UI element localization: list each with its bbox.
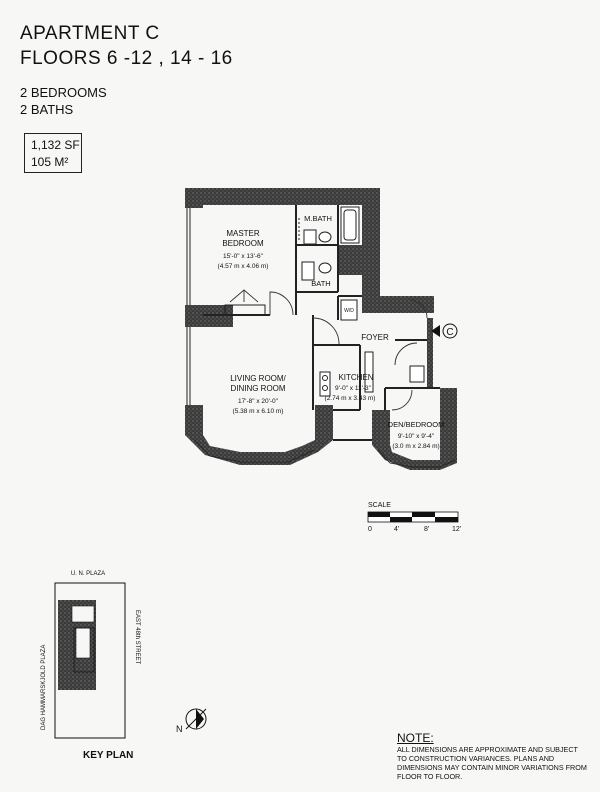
bath-count: 2 BATHS: [20, 102, 74, 117]
scale-label: SCALE: [368, 502, 391, 509]
den-bay-window: [372, 445, 457, 470]
scale-bar: SCALE 0 4' 8' 12': [367, 502, 461, 533]
scale-tick-4: 4': [394, 526, 399, 533]
exterior-walls: [185, 188, 457, 463]
living-room-label: LIVING ROOM/: [230, 374, 286, 383]
living-bay-window: [185, 435, 333, 465]
window-left: [186, 208, 191, 405]
bath-label: BATH: [311, 279, 330, 288]
scale-tick-0: 0: [368, 526, 372, 533]
foyer-label: FOYER: [361, 333, 389, 342]
interior-walls: [203, 205, 440, 441]
room-labels: MASTER BEDROOM 15'-0" x 13'-6" (4.57 m x…: [218, 214, 454, 450]
floors-title: FLOORS 6 -12 , 14 - 16: [20, 48, 233, 69]
area-m2: 105 M²: [31, 155, 69, 169]
note-text: All dimensions are approximate and subje…: [397, 745, 587, 781]
den-dim-ft: 9'-10" x 9'-4": [398, 433, 435, 440]
note-heading: NOTE:: [397, 731, 434, 745]
key-plan-east-street: EAST 48th STREET: [134, 610, 140, 665]
closets: [224, 218, 300, 316]
den-dim-m: (3.0 m x 2.84 m): [392, 443, 439, 450]
entry-marker-letter: C: [446, 327, 453, 338]
area-sf: 1,132 SF: [31, 138, 80, 152]
master-bath-label: M.BATH: [304, 214, 332, 223]
living-room-label-2: DINING ROOM: [230, 384, 285, 393]
bedroom-count: 2 BEDROOMS: [20, 85, 107, 100]
living-room-dim-m: (5.38 m x 6.10 m): [233, 408, 284, 415]
scale-tick-8: 8': [424, 526, 429, 533]
scale-tick-12: 12': [452, 526, 461, 533]
kitchen-dim-ft: 9'-0" x 11'-3": [335, 385, 372, 392]
key-plan: U. N. PLAZA DAG HAMMARSKJOLD PLAZA EAST …: [41, 571, 207, 739]
kitchen-label: KITCHEN: [338, 373, 373, 382]
entry-marker: [431, 323, 458, 339]
key-plan-title: KEY PLAN: [83, 750, 134, 761]
master-bedroom-dim-ft: 15'-0" x 13'-6": [223, 253, 264, 260]
kitchen-dim-m: (2.74 m x 3.43 m): [325, 395, 376, 402]
key-plan-west-street: DAG HAMMARSKJOLD PLAZA: [41, 645, 47, 730]
apartment-title: APARTMENT C: [20, 23, 160, 44]
bathroom-fixtures: [301, 206, 425, 397]
den-label: DEN/BEDROOM: [388, 420, 445, 429]
door-swings: [229, 289, 428, 411]
master-bedroom-dim-m: (4.57 m x 4.06 m): [218, 263, 269, 270]
wd-label: W/D: [344, 308, 354, 314]
key-plan-north-street: U. N. PLAZA: [71, 571, 105, 577]
north-arrow-label: N: [176, 724, 183, 734]
living-room-dim-ft: 17'-8" x 20'-0": [238, 398, 279, 405]
area-box: 1,132 SF 105 M²: [24, 133, 82, 173]
master-bedroom-label-2: BEDROOM: [222, 239, 264, 248]
master-bedroom-label: MASTER: [226, 229, 260, 238]
